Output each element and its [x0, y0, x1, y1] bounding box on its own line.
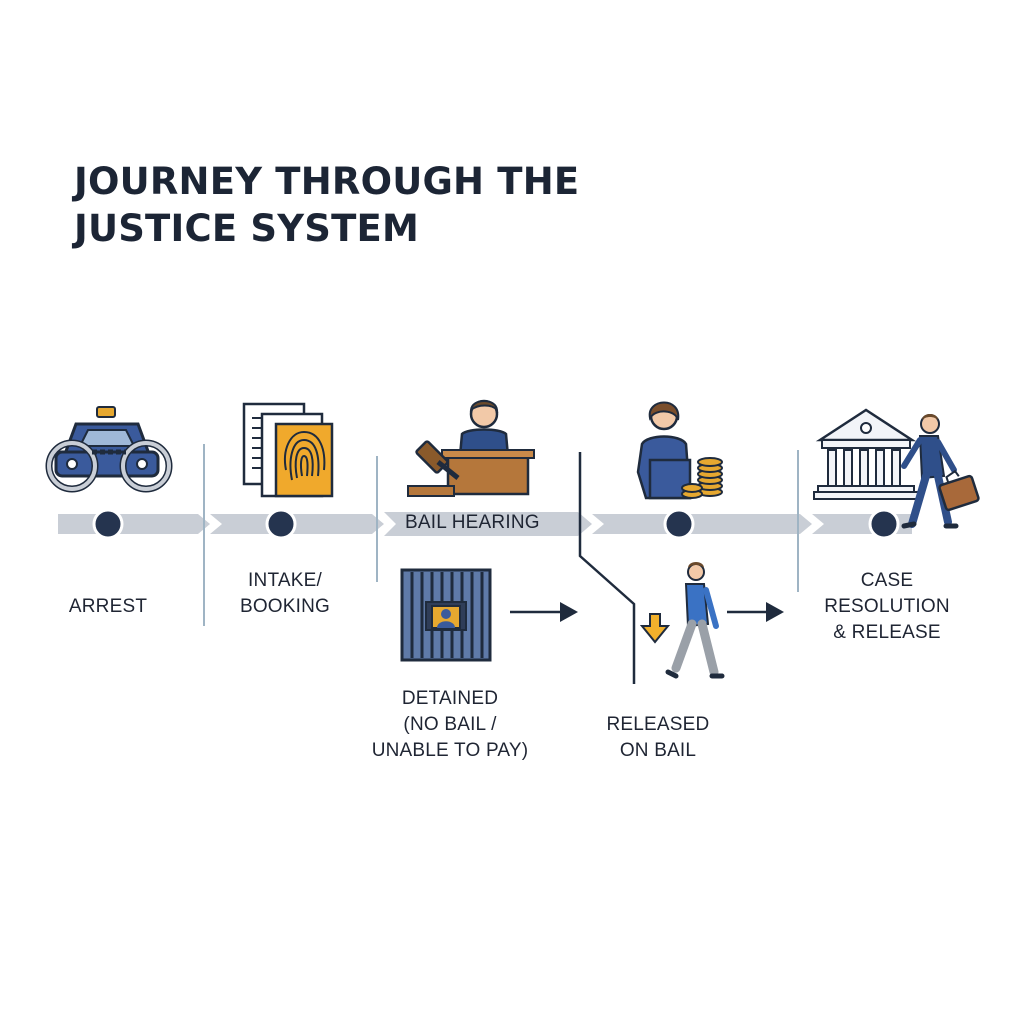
documents-fingerprint-icon: [242, 402, 334, 498]
intake-label-line-1: INTAKE/: [248, 570, 322, 591]
jail-cell-icon: [400, 568, 492, 662]
branch-divider: [578, 452, 636, 684]
timeline-segment-4: [592, 514, 812, 534]
released-label-line-1: RELEASED: [606, 714, 710, 735]
title-line-2: JUSTICE SYSTEM: [74, 207, 419, 250]
intake-label: INTAKE/ BOOKING: [220, 568, 350, 620]
released-label: RELEASED ON BAIL: [588, 712, 728, 764]
bail-hearing-label: BAIL HEARING: [405, 512, 540, 533]
timeline-segment-3: [384, 512, 592, 536]
detained-label-line-2: (NO BAIL /: [403, 714, 497, 735]
resolution-label-line-3: & RELEASE: [833, 622, 941, 643]
node-intake: [265, 508, 297, 540]
resolution-label: CASE RESOLUTION & RELEASE: [816, 568, 958, 646]
judge-gavel-icon: [407, 399, 535, 497]
title-line-1: JOURNEY THROUGH THE: [74, 160, 580, 203]
diagram-title: JOURNEY THROUGH THE JUSTICE SYSTEM: [74, 158, 674, 252]
intake-label-line-2: BOOKING: [239, 596, 331, 617]
down-arrow-icon: [639, 613, 671, 644]
arrest-label: ARREST: [48, 594, 168, 620]
police-car-handcuffs-icon: [45, 406, 173, 493]
arrow-released: [727, 602, 784, 622]
timeline-nodes: [92, 508, 900, 540]
person-coins-icon: [636, 401, 723, 500]
node-bail-payment: [663, 508, 695, 540]
courthouse-walking-person-icon: [813, 408, 980, 529]
timeline-segment-1: [58, 514, 210, 534]
stage-dividers: [203, 444, 799, 626]
detained-label-line-3: UNABLE TO PAY): [371, 740, 529, 761]
walking-person-icon: [665, 562, 725, 679]
node-arrest: [92, 508, 124, 540]
node-resolution: [868, 508, 900, 540]
resolution-label-line-2: RESOLUTION: [824, 596, 950, 617]
timeline-segment-2: [210, 514, 384, 534]
resolution-label-line-1: CASE: [860, 570, 914, 591]
released-label-line-2: ON BAIL: [619, 740, 697, 761]
arrest-label-text: ARREST: [68, 596, 148, 617]
arrow-detained: [510, 602, 578, 622]
detained-label-line-1: DETAINED: [401, 688, 499, 709]
detained-label: DETAINED (NO BAIL / UNABLE TO PAY): [360, 686, 540, 764]
